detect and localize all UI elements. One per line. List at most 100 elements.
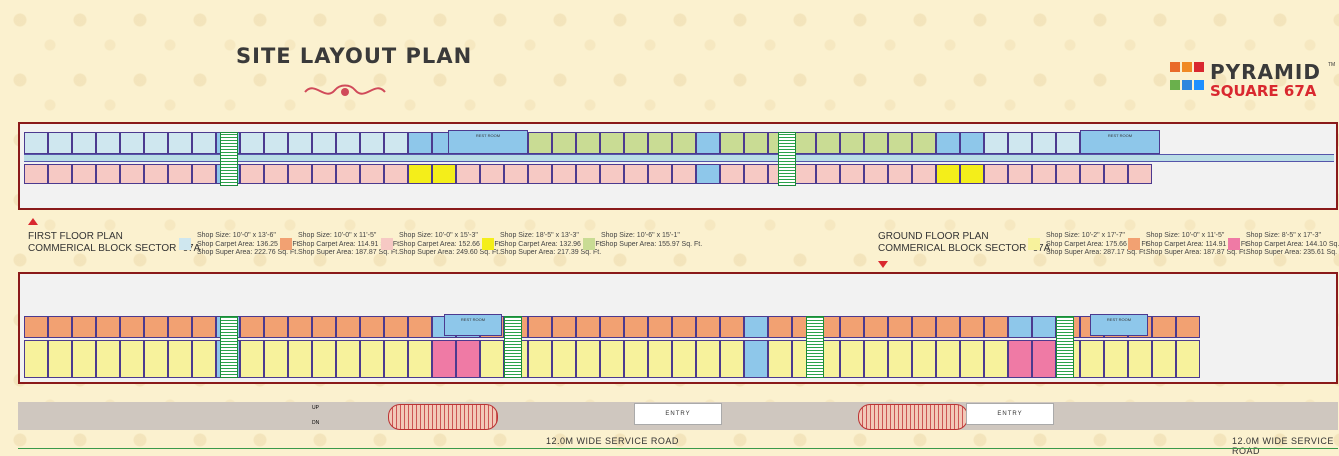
shop-unit [456, 164, 480, 184]
shop-unit [960, 132, 984, 154]
boundary-line [18, 448, 1338, 449]
legend-text: Shop Size: 10'-6" x 15'-1"Shop Super Are… [601, 232, 702, 249]
ornament-swirl-icon [304, 84, 386, 96]
shop-unit [120, 316, 144, 338]
shop-unit [576, 164, 600, 184]
shop-unit [600, 316, 624, 338]
legend-line: Shop Size: 8'-5" x 17'-3" [1246, 232, 1321, 239]
shop-unit [888, 132, 912, 154]
shop-unit [840, 132, 864, 154]
shop-unit [312, 164, 336, 184]
logo-text-pyramid: PYRAMID [1210, 60, 1321, 84]
shop-unit [120, 340, 144, 378]
shop-unit [48, 132, 72, 154]
shop-unit [240, 132, 264, 154]
ramp-icon [858, 404, 968, 430]
shop-unit [168, 132, 192, 154]
shop-unit [984, 132, 1008, 154]
shop-unit [144, 316, 168, 338]
staircase-icon [220, 316, 238, 378]
shop-unit [936, 340, 960, 378]
shop-unit [840, 164, 864, 184]
shop-unit [576, 340, 600, 378]
legend-swatch [583, 238, 595, 250]
legend-line: Shop Size: 10'-0" x 11'-5" [298, 232, 377, 239]
shop-unit [48, 316, 72, 338]
shop-unit [552, 340, 576, 378]
legend-line: Shop Super Area: 187.87 Sq. Ft. [298, 249, 400, 256]
shop-unit [408, 340, 432, 378]
legend-line: Shop Size: 10'-0" x 13'-6" [197, 232, 276, 239]
shop-unit [384, 132, 408, 154]
shop-unit [552, 316, 576, 338]
ground-floor-bottom-row [24, 340, 1200, 378]
road-label-left: 12.0M WIDE SERVICE ROAD [546, 436, 679, 446]
shop-unit [336, 132, 360, 154]
shop-unit [408, 164, 432, 184]
shop-unit [192, 316, 216, 338]
legend-text: Shop Size: 10'-2" x 17'-7"Shop Carpet Ar… [1046, 232, 1150, 258]
shop-unit [360, 164, 384, 184]
shop-unit [288, 316, 312, 338]
shop-unit [456, 340, 480, 378]
shop-unit [984, 340, 1008, 378]
shop-unit [552, 164, 576, 184]
shop-unit [96, 132, 120, 154]
shop-unit [768, 340, 792, 378]
logo-tile-icon [1194, 80, 1204, 90]
shop-unit [720, 164, 744, 184]
shop-unit [744, 132, 768, 154]
shop-unit [744, 340, 768, 378]
shop-unit [864, 316, 888, 338]
shop-unit [888, 164, 912, 184]
shop-unit [264, 316, 288, 338]
staircase-icon [504, 316, 522, 378]
staircase-icon [220, 132, 238, 186]
shop-unit [672, 132, 696, 154]
shop-unit [1056, 164, 1080, 184]
shop-unit [672, 164, 696, 184]
shop-unit [936, 132, 960, 154]
shop-unit [360, 340, 384, 378]
shop-unit [600, 340, 624, 378]
legend-text: Shop Size: 10'-0" x 13'-6"Shop Carpet Ar… [197, 232, 301, 258]
shop-unit [1104, 340, 1128, 378]
shop-unit [96, 164, 120, 184]
legend-swatch [1028, 238, 1040, 250]
shop-unit [264, 132, 288, 154]
up-label: UP [312, 405, 319, 411]
shop-unit [1008, 164, 1032, 184]
legend-swatch [179, 238, 191, 250]
shop-unit [1080, 164, 1104, 184]
shop-unit [696, 164, 720, 184]
shop-unit [24, 316, 48, 338]
shop-unit [720, 340, 744, 378]
shop-unit [888, 340, 912, 378]
shop-unit [528, 132, 552, 154]
legend-line: Shop Super Area: 222.76 Sq. Ft. [197, 249, 299, 256]
shop-unit [1176, 316, 1200, 338]
legend-line: Shop Super Area: 287.17 Sq. Ft. [1046, 249, 1148, 256]
shop-unit [168, 164, 192, 184]
shop-unit [624, 164, 648, 184]
shop-unit [432, 164, 456, 184]
staircase-icon [806, 316, 824, 378]
shop-unit [648, 340, 672, 378]
shop-unit [696, 340, 720, 378]
shop-unit [624, 316, 648, 338]
shop-unit [912, 340, 936, 378]
shop-unit [672, 340, 696, 378]
shop-unit [888, 316, 912, 338]
shop-unit [1104, 164, 1128, 184]
logo-tile-icon [1182, 62, 1192, 72]
legend-swatch [1228, 238, 1240, 250]
north-marker-icon [878, 261, 888, 268]
shop-unit [192, 164, 216, 184]
shop-unit [552, 132, 576, 154]
shop-unit [576, 316, 600, 338]
legend-line: Shop Size: 10'-2" x 17'-7" [1046, 232, 1125, 239]
shop-unit [1128, 340, 1152, 378]
shop-unit [240, 340, 264, 378]
pyramid-logo: PYRAMID TM SQUARE 67A [1168, 60, 1336, 104]
staircase-icon [1056, 316, 1074, 378]
